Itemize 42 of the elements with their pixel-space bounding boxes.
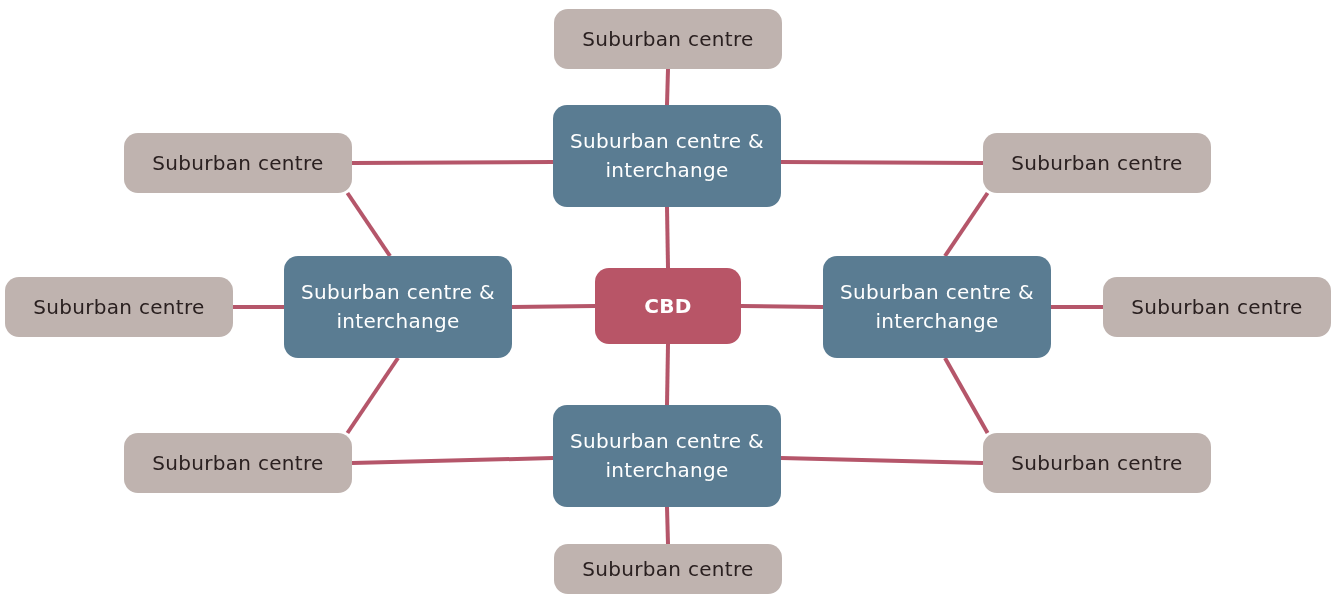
connector-line (665, 206, 670, 269)
connector-line (665, 68, 670, 106)
node-label: Suburban centre (582, 555, 754, 583)
suburban-centre-box (5, 277, 233, 337)
connector-line (781, 160, 983, 165)
node-label: CBD (644, 292, 692, 320)
suburban-centre-box (124, 133, 352, 193)
node-label: Suburban centre (1131, 293, 1303, 321)
node-label: Suburban centre & interchange (569, 128, 765, 184)
connector-line (665, 343, 670, 406)
connector-line (511, 304, 596, 309)
interchange-box (284, 256, 512, 358)
node-label: Suburban centre & interchange (300, 279, 496, 335)
suburban-centre-box (124, 433, 352, 493)
node-label: Suburban centre (152, 449, 324, 477)
cbd-box (595, 268, 741, 344)
connector-line (943, 191, 990, 258)
connector-line (345, 191, 392, 258)
interchange-box (553, 405, 781, 507)
connector-line (740, 304, 824, 309)
node-label: Suburban centre (582, 25, 754, 53)
connector-line (233, 305, 284, 309)
suburban-centre-box (983, 133, 1211, 193)
connector-line (351, 456, 554, 465)
suburban-centre-box (983, 433, 1211, 493)
interchange-box (823, 256, 1051, 358)
node-label: Suburban centre & interchange (569, 428, 765, 484)
interchange-box (553, 105, 781, 207)
node-label: Suburban centre (1011, 149, 1183, 177)
node-label: Suburban centre & interchange (839, 279, 1035, 335)
connector-line (345, 356, 400, 435)
connector-line (1051, 305, 1103, 309)
node-label: Suburban centre (152, 149, 324, 177)
node-label: Suburban centre (1011, 449, 1183, 477)
suburban-centre-box (554, 544, 782, 594)
suburban-centre-box (554, 9, 782, 69)
connector-line (780, 456, 984, 465)
connector-line (943, 357, 990, 434)
connector-line (352, 160, 553, 165)
connector-line (665, 506, 670, 545)
node-label: Suburban centre (33, 293, 205, 321)
suburban-centre-box (1103, 277, 1331, 337)
